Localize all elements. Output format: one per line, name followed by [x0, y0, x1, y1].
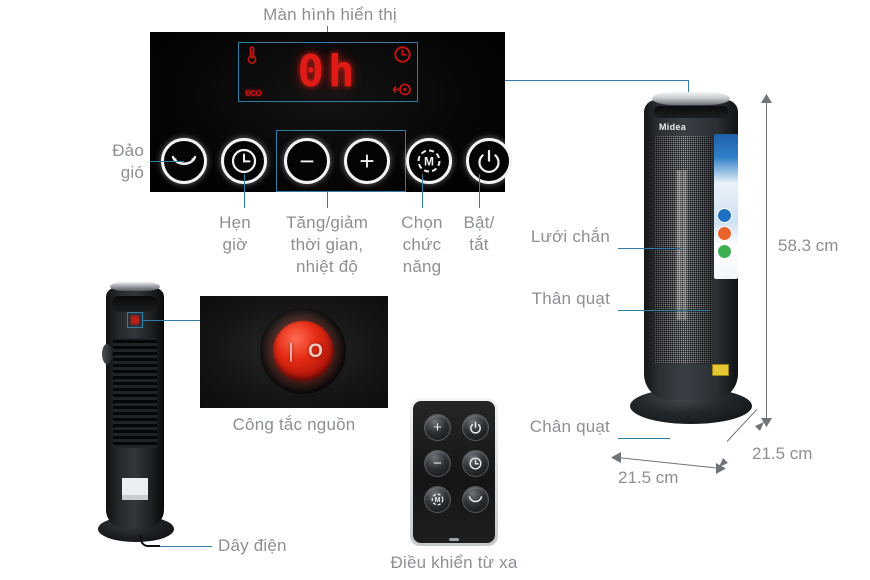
thermometer-icon: [246, 46, 258, 69]
power-switch-indicator: [131, 316, 139, 324]
remote-control: + −: [410, 398, 498, 546]
cord-connector-line: [160, 546, 212, 547]
remote-plus-button[interactable]: +: [425, 415, 450, 440]
remote-swing-button[interactable]: [463, 487, 488, 512]
timer-connector-line: [244, 174, 245, 208]
rating-label: [122, 478, 148, 500]
swing-connector-line: [150, 161, 184, 162]
side-knob: [102, 344, 112, 364]
power-icon: [476, 148, 502, 174]
label-body: Thân quạt: [531, 289, 610, 308]
label-mode: Chọn chức năng: [401, 213, 443, 276]
svg-text:M: M: [424, 155, 434, 169]
brand-logo: Midea: [659, 122, 687, 132]
product-sticker: [714, 134, 738, 279]
remote-notch: [449, 538, 459, 541]
led-display: 0h eco: [238, 42, 418, 102]
remote-face: + −: [413, 401, 495, 543]
minus-icon: −: [299, 146, 315, 176]
sticker-badge-blue: [717, 208, 732, 223]
top-cap-back: [110, 282, 160, 291]
switch-off-mark: О: [308, 340, 323, 362]
caption-power-switch: Công tắc nguồn: [232, 415, 356, 434]
power-switch-closeup: ❘ О: [200, 296, 388, 408]
rear-intake-grill: [113, 338, 157, 448]
clock-icon: [231, 148, 257, 174]
title-connector-line: [327, 26, 328, 36]
panel-to-product-line-h: [505, 80, 689, 81]
remote-mode-button[interactable]: M: [425, 487, 450, 512]
label-swing: Đảo gió: [112, 141, 144, 182]
minus-button[interactable]: −: [284, 138, 330, 184]
label-timer: Hẹn giờ: [219, 213, 251, 254]
switch-on-mark: ❘: [283, 340, 300, 362]
plus-minus-connector-line: [327, 192, 328, 208]
label-power: Bật/ tắt: [463, 213, 495, 254]
fan-grill: [654, 136, 712, 364]
plus-button[interactable]: +: [344, 138, 390, 184]
plus-icon: +: [359, 146, 375, 176]
power-cord: [140, 535, 160, 547]
eco-icon: eco: [245, 87, 262, 99]
clock-icon: [469, 457, 482, 470]
caption-remote: Điều khiển từ xa: [390, 553, 518, 572]
label-base: Chân quạt: [529, 417, 610, 436]
plus-icon: +: [433, 419, 442, 436]
fan-icon: [391, 83, 411, 99]
top-vent-back: [112, 296, 158, 312]
body-connector-line: [618, 310, 710, 311]
power-connector-line: [479, 174, 480, 208]
power-switch-highlight-box: [127, 312, 143, 328]
mode-m-icon: M: [431, 493, 444, 506]
dimension-height-label: 58.3 cm: [778, 236, 839, 255]
dimension-depth-label: 21.5 cm: [752, 444, 813, 463]
rating-barcode: [122, 495, 148, 500]
clock-icon: [394, 46, 411, 68]
mode-connector-line: [422, 174, 423, 208]
product-tower-heater-front: Midea: [630, 92, 752, 424]
label-plus-minus: Tăng/giảm thời gian, nhiệt độ: [285, 213, 369, 276]
grill-highlight: [675, 170, 688, 320]
sticker-badge-green: [717, 244, 732, 259]
remote-power-button[interactable]: [463, 415, 488, 440]
power-icon: [469, 421, 482, 434]
swing-icon: [468, 495, 483, 504]
mode-button[interactable]: M: [406, 138, 452, 184]
dimension-width-label: 21.5 cm: [618, 468, 679, 487]
product-tower-heater-back: [88, 282, 192, 550]
led-display-value: 0h: [297, 46, 359, 97]
top-cap: [652, 92, 730, 105]
remote-minus-button[interactable]: −: [425, 451, 450, 476]
mode-m-icon: M: [416, 148, 442, 174]
grill-connector-line: [618, 248, 680, 249]
page-title: Màn hình hiển thị: [263, 5, 397, 24]
control-panel: 0h eco: [150, 32, 512, 192]
swing-icon: [171, 154, 197, 168]
top-vent: [654, 106, 728, 118]
plus-minus-group-highlight: [276, 130, 406, 192]
caption-power-cord: Dây điện: [218, 536, 287, 555]
label-grill: Lưới chắn: [530, 227, 610, 246]
warning-sticker: [712, 364, 729, 376]
switch-connector-line: [143, 320, 200, 321]
sticker-badge-orange: [717, 226, 732, 241]
base-connector-line: [618, 438, 670, 439]
svg-text:M: M: [435, 497, 441, 504]
rocker-switch[interactable]: ❘ О: [273, 321, 333, 381]
minus-icon: −: [433, 455, 442, 472]
power-button[interactable]: [466, 138, 512, 184]
remote-timer-button[interactable]: [463, 451, 488, 476]
